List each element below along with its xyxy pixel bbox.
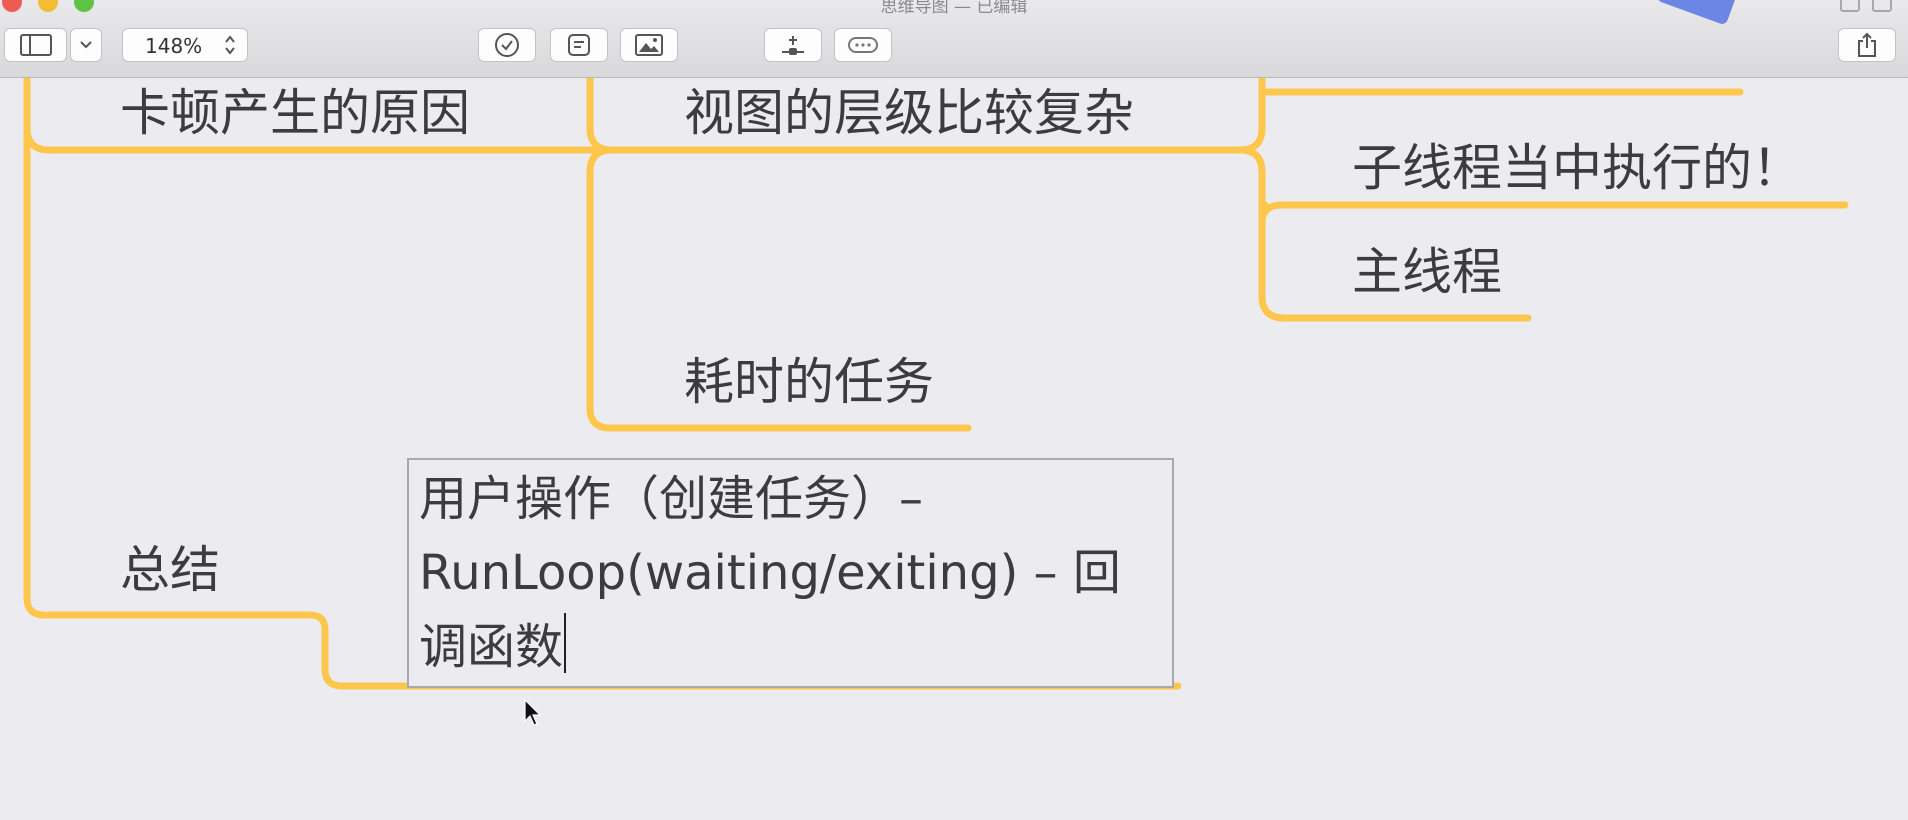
topic-cause[interactable]: 卡顿产生的原因 [120,84,470,142]
branch-trunk [23,78,1182,690]
topic-summary[interactable]: 总结 [120,541,220,599]
toolbar: 思维导图 — 已编辑 148% [0,0,1908,78]
chevron-down-icon [80,41,92,49]
window-ghost-icon [1872,0,1892,12]
insert-topic-button[interactable] [764,28,822,62]
edit-line-3: 调函数 [419,619,564,675]
zoom-control[interactable]: 148% [122,28,248,62]
window-ghost-icon [1840,0,1860,12]
image-button[interactable] [620,28,678,62]
window-title: 思维导图 — 已编辑 [880,0,1028,17]
check-circle-icon [495,33,519,57]
zoom-value: 148% [145,34,203,58]
sidebar-icon [19,34,52,56]
insert-topic-icon [782,36,804,55]
note-icon [568,34,590,56]
edit-line-3-wrap: 调函数 [419,610,1162,684]
stepper-icon [225,35,235,55]
image-icon [635,34,663,56]
view-options-dropdown[interactable] [70,28,102,62]
zoom-window-button[interactable] [74,0,94,12]
mindmap-canvas[interactable]: 卡顿产生的原因 视图的层级比较复杂 子线程当中执行的！ 主线程 耗时的任务 总结… [0,78,1908,820]
topic-subthread[interactable]: 子线程当中执行的！ [1352,139,1802,197]
minimize-window-button[interactable] [38,0,58,12]
task-button[interactable] [478,28,536,62]
close-window-button[interactable] [2,0,22,12]
branch-cause [23,124,1249,154]
text-caret [564,613,567,673]
topic-edit-box[interactable]: 用户操作（创建任务）– RunLoop(waiting/exiting) – 回… [407,458,1174,688]
edit-line-1: 用户操作（创建任务）– [419,471,924,527]
sidebar-toggle-button[interactable] [4,28,67,62]
branch-mainthread [1258,168,1532,322]
mouse-cursor-icon [524,699,542,726]
note-button[interactable] [550,28,608,62]
share-button[interactable] [1838,28,1896,62]
more-button[interactable] [834,28,892,62]
more-icon [848,37,878,53]
share-icon [1858,32,1876,57]
topic-complex-views[interactable]: 视图的层级比较复杂 [684,84,1134,142]
topic-time-consuming[interactable]: 耗时的任务 [684,353,934,411]
topic-mainthread[interactable]: 主线程 [1352,243,1502,301]
branch-column2 [586,78,972,432]
edit-line-2: RunLoop(waiting/exiting) – 回 [419,545,1121,601]
mindmap-branches [23,78,1849,690]
